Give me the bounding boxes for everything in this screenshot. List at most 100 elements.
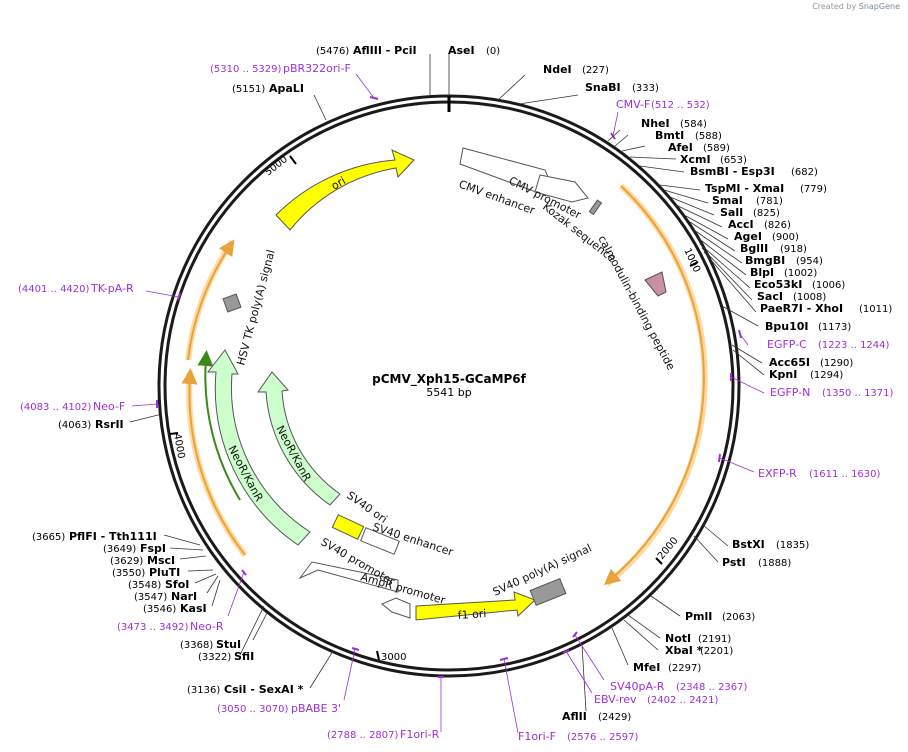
site-fspi-pos: (3649) bbox=[103, 544, 136, 555]
primer-f1ori-f: F1ori-F bbox=[518, 730, 556, 743]
site-sali: SalI bbox=[720, 206, 743, 219]
feature-cmv-promoter bbox=[534, 174, 589, 203]
label-f1-ori: f1 ori bbox=[457, 607, 487, 622]
primer-neo-r: Neo-R bbox=[190, 620, 224, 633]
site-bmti-pos: (588) bbox=[695, 131, 722, 142]
ticks: 1000 2000 3000 4000 5000 bbox=[169, 154, 702, 663]
site-bstxi-pos: (1835) bbox=[776, 540, 809, 551]
primer-neo-f-range: (4083 .. 4102) bbox=[20, 402, 92, 413]
site-acc65i-pos: (1290) bbox=[820, 358, 853, 369]
site-agei: AgeI bbox=[734, 230, 762, 243]
features bbox=[206, 147, 667, 621]
site-bstxi: BstXI bbox=[732, 538, 765, 551]
orf-neo bbox=[181, 368, 246, 556]
site-bglii-pos: (918) bbox=[780, 244, 807, 255]
site-snabi-pos: (333) bbox=[632, 83, 659, 94]
primer-sv40pa-r: SV40pA-R bbox=[610, 680, 665, 693]
primer-f1ori-f-range: (2576 .. 2597) bbox=[567, 732, 639, 743]
label-neor-inner: NeoR/KanR bbox=[273, 423, 313, 484]
feature-neor-inner bbox=[257, 371, 341, 506]
site-nhei: NheI bbox=[641, 117, 670, 130]
site-labels: AseI (0) NdeI (227) SnaBI (333) NheI (58… bbox=[32, 44, 892, 723]
primer-pbabe-range: (3050 .. 3070) bbox=[217, 704, 289, 715]
site-paer7i-pos: (1011) bbox=[859, 304, 892, 315]
orf-gcamp bbox=[603, 185, 705, 586]
feature-neor-outer bbox=[206, 349, 311, 546]
site-rsrii: RsrII bbox=[95, 418, 124, 431]
site-apali: ApaLI bbox=[269, 82, 304, 95]
site-sfoi: SfoI bbox=[165, 578, 189, 591]
site-sfii-pos: (3322) bbox=[198, 652, 231, 663]
site-kasi: KasI bbox=[180, 602, 207, 615]
site-xbai: XbaI * bbox=[665, 644, 703, 657]
primer-tk-pa-r-range: (4401 .. 4420) bbox=[18, 284, 90, 295]
site-eco53ki: Eco53kI bbox=[754, 278, 802, 291]
feature-f1-ori bbox=[415, 591, 536, 621]
site-smai-pos: (781) bbox=[756, 196, 783, 207]
site-csii-pos: (3136) bbox=[187, 685, 220, 696]
site-nari-pos: (3547) bbox=[134, 592, 167, 603]
site-acci: AccI bbox=[728, 218, 754, 231]
site-xbai-pos: (2201) bbox=[700, 646, 733, 657]
plasmid-name: pCMV_Xph15-GCaMP6f bbox=[372, 372, 527, 387]
site-smai: SmaI bbox=[712, 194, 743, 207]
site-noti: NotI bbox=[665, 632, 691, 645]
primer-ebv-rev-range: (2402 .. 2421) bbox=[647, 695, 719, 706]
primer-pbabe: pBABE 3' bbox=[291, 702, 341, 715]
label-neor-outer: NeoR/KanR bbox=[225, 443, 265, 504]
primer-egfp-c: EGFP-C bbox=[767, 338, 807, 351]
credit-prefix: Created by bbox=[812, 2, 857, 11]
site-msci: MscI bbox=[147, 554, 175, 567]
site-nari: NarI bbox=[171, 590, 197, 603]
snapgene-credit: Created by SnapGene bbox=[812, 2, 900, 11]
site-pflfi: PflFI - Tth111I bbox=[69, 530, 157, 543]
orf-gcamp-glow bbox=[605, 183, 708, 587]
site-bmti: BmtI bbox=[655, 129, 684, 142]
primer-leaders bbox=[131, 73, 765, 734]
site-tspmi-pos: (779) bbox=[800, 184, 827, 195]
primer-neo-f: Neo-F bbox=[93, 400, 125, 413]
site-ndei-pos: (227) bbox=[582, 65, 609, 76]
tick-3000: 3000 bbox=[381, 652, 406, 663]
site-pmli-pos: (2063) bbox=[722, 612, 755, 623]
site-fspi: FspI bbox=[140, 542, 166, 555]
feature-sv40-promoter bbox=[298, 561, 399, 593]
site-bmgbi-pos: (954) bbox=[796, 256, 823, 267]
plasmid-length: 5541 bp bbox=[426, 386, 471, 399]
site-bsmbi: BsmBI - Esp3I bbox=[690, 165, 775, 178]
site-eco53ki-pos: (1006) bbox=[812, 280, 845, 291]
site-saci: SacI bbox=[757, 290, 783, 303]
site-noti-pos: (2191) bbox=[698, 634, 731, 645]
primer-f1ori-r-range: (2788 .. 2807) bbox=[327, 730, 399, 741]
site-sfii: SfiI bbox=[234, 650, 254, 663]
primer-exfp-r: EXFP-R bbox=[758, 467, 797, 480]
site-asei: AseI bbox=[448, 44, 475, 57]
site-pflfi-pos: (3665) bbox=[32, 532, 65, 543]
site-agei-pos: (900) bbox=[772, 232, 799, 243]
site-afliii: AflIII - PciI bbox=[353, 44, 417, 57]
primer-egfp-c-range: (1223 .. 1244) bbox=[818, 340, 890, 351]
site-tspmi: TspMI - XmaI bbox=[705, 182, 784, 195]
site-pluti: PluTI bbox=[149, 566, 180, 579]
site-kpni-pos: (1294) bbox=[810, 370, 843, 381]
site-stui-pos: (3368) bbox=[180, 640, 213, 651]
site-nhei-pos: (584) bbox=[680, 119, 707, 130]
site-asei-pos: (0) bbox=[486, 46, 500, 57]
primer-pbr322: pBR322ori-F bbox=[283, 62, 351, 75]
site-bpu10i-pos: (1173) bbox=[818, 322, 851, 333]
site-ndei: NdeI bbox=[543, 63, 572, 76]
label-cbp: calmodulin-binding peptide bbox=[595, 233, 677, 372]
site-mfei: MfeI bbox=[633, 661, 660, 674]
site-rsrii-pos: (4063) bbox=[58, 420, 91, 431]
primer-egfp-n-range: (1350 .. 1371) bbox=[822, 388, 894, 399]
site-blpi: BlpI bbox=[750, 266, 774, 279]
site-psti: PstI bbox=[722, 556, 746, 569]
site-blpi-pos: (1002) bbox=[784, 268, 817, 279]
snapgene-logo: SnapGene bbox=[858, 2, 900, 11]
feature-sv40-enhancer bbox=[360, 527, 400, 555]
site-bglii: BglII bbox=[740, 242, 768, 255]
primer-tk-pa-r: TK-pA-R bbox=[90, 282, 134, 295]
site-aflii-pos: (2429) bbox=[598, 712, 631, 723]
site-sali-pos: (825) bbox=[753, 208, 780, 219]
